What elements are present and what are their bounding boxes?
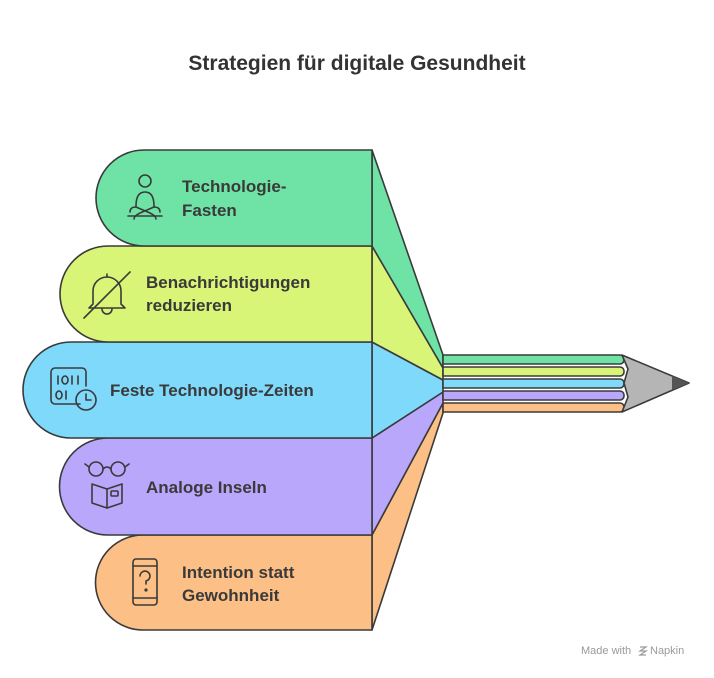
pencil-stripe bbox=[442, 390, 625, 401]
binary-clock-icon bbox=[50, 367, 97, 411]
pencil-lead bbox=[672, 376, 689, 390]
meditation-person-icon bbox=[127, 174, 163, 220]
strategy-item-benachrichtigungen: Benachrichtigungen reduzieren bbox=[59, 245, 444, 381]
strategy-item-analoge-inseln: Analoge Inseln bbox=[58, 391, 444, 536]
diagram-title: Strategien für digitale Gesundheit bbox=[188, 52, 525, 75]
reading-book-icon bbox=[84, 461, 130, 509]
strategy-label: Feste Technologie-Zeiten bbox=[110, 381, 314, 400]
pencil-stripe bbox=[442, 366, 625, 377]
strategy-label: Analoge Inseln bbox=[146, 478, 267, 497]
made-with-napkin: Made with Napkin bbox=[581, 645, 684, 657]
pencil-stripe bbox=[442, 378, 625, 389]
pencil-stripe bbox=[442, 402, 625, 413]
strategy-band bbox=[22, 341, 373, 439]
strategy-label: Fasten bbox=[182, 201, 237, 220]
strategy-band bbox=[59, 245, 373, 343]
strategy-label: reduzieren bbox=[146, 296, 232, 315]
footer-brand: Napkin bbox=[650, 645, 684, 657]
bell-off-icon bbox=[83, 271, 131, 319]
strategy-band bbox=[58, 437, 373, 536]
strategy-label: Intention statt bbox=[182, 563, 295, 582]
footer-made-with: Made with bbox=[581, 645, 631, 657]
strategy-band bbox=[94, 534, 373, 631]
strategy-label: Benachrichtigungen bbox=[146, 273, 310, 292]
pencil-stripe bbox=[442, 354, 625, 365]
strategy-item-technologie-fasten: Technologie- Fasten bbox=[95, 149, 444, 369]
phone-question-icon bbox=[132, 558, 158, 606]
pencil-shaft bbox=[442, 354, 625, 413]
strategy-band bbox=[95, 149, 373, 247]
strategy-item-intention: Intention statt Gewohnheit bbox=[94, 402, 444, 631]
napkin-logo-icon bbox=[638, 646, 648, 656]
strategy-label: Technologie- bbox=[182, 177, 287, 196]
strategy-label: Gewohnheit bbox=[182, 586, 280, 605]
strategy-item-feste-zeiten: Feste Technologie-Zeiten bbox=[22, 341, 444, 439]
